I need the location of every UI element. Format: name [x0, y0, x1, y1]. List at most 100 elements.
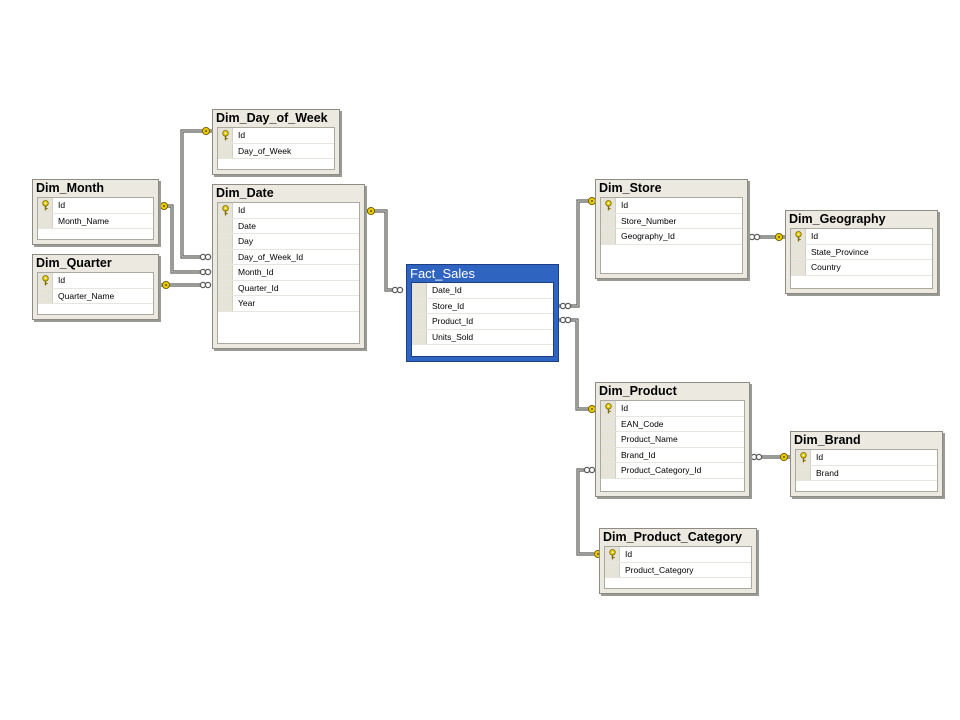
column-row-id[interactable]: Id [601, 198, 742, 214]
column-row-units-sold[interactable]: Units_Sold [412, 329, 553, 345]
column-row-store-number[interactable]: Store_Number [601, 213, 742, 229]
link-product-category[interactable] [576, 468, 594, 556]
column-name: Product_Name [621, 434, 678, 445]
column-row-id[interactable]: Id [38, 198, 153, 214]
column-row-id[interactable]: Id [601, 401, 744, 417]
column-row-store-id[interactable]: Store_Id [412, 298, 553, 314]
key-icon [221, 129, 229, 141]
row-selector [218, 218, 233, 233]
many-end-infinity-icon [391, 286, 404, 294]
column-name: Product_Category_Id [621, 465, 702, 476]
key-icon [799, 451, 807, 463]
column-row-month-name[interactable]: Month_Name [38, 213, 153, 229]
many-end-infinity-icon [748, 233, 761, 241]
column-row-date[interactable]: Date [218, 218, 359, 234]
many-end-infinity-icon [750, 453, 763, 461]
column-name: Country [811, 262, 841, 273]
row-selector [791, 260, 806, 275]
row-selector [791, 244, 806, 259]
column-row-product-category-id[interactable]: Product_Category_Id [601, 463, 744, 479]
key-icon [608, 548, 616, 560]
many-end-infinity-icon [199, 253, 212, 261]
column-row-day-of-week-id[interactable]: Day_of_Week_Id [218, 249, 359, 265]
row-selector [38, 273, 53, 288]
row-selector [601, 447, 616, 462]
column-row-id[interactable]: Id [796, 450, 937, 466]
column-row-product-id[interactable]: Product_Id [412, 314, 553, 330]
row-selector [38, 288, 53, 303]
column-name: Geography_Id [621, 231, 675, 242]
column-row-product-category[interactable]: Product_Category [605, 562, 751, 578]
row-selector [412, 298, 427, 313]
column-row-id[interactable]: Id [791, 229, 932, 245]
row-selector [412, 329, 427, 344]
key-icon [221, 204, 229, 216]
column-row-product-name[interactable]: Product_Name [601, 432, 744, 448]
column-name: EAN_Code [621, 418, 664, 429]
row-selector [218, 143, 233, 158]
link-date-highlight [365, 210, 400, 291]
column-row-id[interactable]: Id [218, 128, 334, 144]
column-name: Date_Id [432, 285, 462, 296]
link-date[interactable] [365, 209, 400, 292]
column-row-day[interactable]: Day [218, 234, 359, 250]
one-end-key-icon [366, 206, 376, 216]
column-row-date-id[interactable]: Date_Id [412, 283, 553, 299]
one-end-key-icon [774, 232, 784, 242]
row-selector [601, 198, 616, 213]
link-product-highlight [559, 319, 590, 410]
column-name: Year [238, 298, 256, 309]
row-selector [412, 314, 427, 329]
column-name: Id [621, 403, 629, 414]
column-name: Id [58, 275, 66, 286]
column-row-day-of-week[interactable]: Day_of_Week [218, 143, 334, 159]
column-name: Store_Number [621, 215, 677, 226]
many-end-infinity-icon [583, 466, 596, 474]
key-icon [41, 274, 49, 286]
column-name: Product_Category [625, 564, 694, 575]
column-row-id[interactable]: Id [605, 547, 751, 563]
column-row-id[interactable]: Id [38, 273, 153, 289]
row-selector [412, 283, 427, 298]
column-row-ean-code[interactable]: EAN_Code [601, 416, 744, 432]
table-title: Dim_Quarter [36, 256, 112, 270]
column-row-quarter-id[interactable]: Quarter_Id [218, 280, 359, 296]
column-row-geography-id[interactable]: Geography_Id [601, 229, 742, 245]
column-row-year[interactable]: Year [218, 296, 359, 312]
column-row-state-province[interactable]: State_Province [791, 244, 932, 260]
column-name: Id [811, 231, 819, 242]
table-title: Dim_Product [599, 384, 677, 398]
column-row-country[interactable]: Country [791, 260, 932, 276]
column-row-quarter-name[interactable]: Quarter_Name [38, 288, 153, 304]
column-row-month-id[interactable]: Month_Id [218, 265, 359, 281]
row-selector [218, 249, 233, 264]
column-name: Id [625, 549, 633, 560]
column-name: Day_of_Week [238, 145, 292, 156]
link-day-of-week[interactable] [180, 129, 212, 259]
link-product[interactable] [559, 318, 590, 411]
key-icon [604, 199, 612, 211]
row-selector [601, 213, 616, 228]
column-row-id[interactable]: Id [218, 203, 359, 219]
row-selector [601, 401, 616, 416]
row-selector [38, 198, 53, 213]
row-selector [218, 265, 233, 280]
column-row-brand-id[interactable]: Brand_Id [601, 447, 744, 463]
link-store[interactable] [559, 199, 590, 308]
column-row-brand[interactable]: Brand [796, 465, 937, 481]
